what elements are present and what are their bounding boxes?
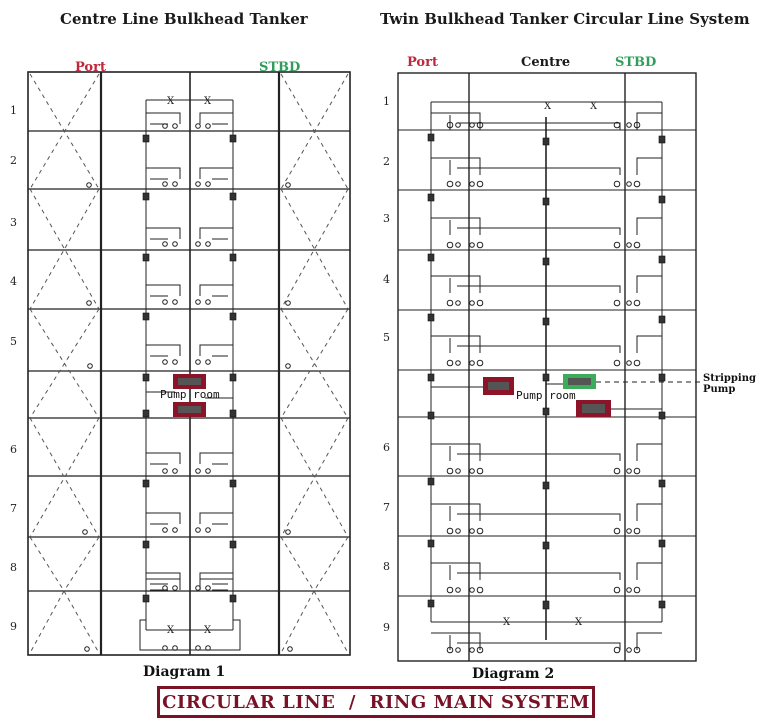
d2-row-5: 5 bbox=[383, 331, 390, 344]
diagram2-stbd-label: STBD bbox=[615, 55, 657, 70]
svg-text:X: X bbox=[590, 101, 598, 112]
d2-row-2: 2 bbox=[383, 155, 390, 168]
diagram2-pump-room-label: Pump room bbox=[516, 389, 576, 402]
diagram1-wing-tank-dashes bbox=[29, 73, 349, 654]
d1-row-3: 3 bbox=[10, 216, 17, 229]
svg-text:X: X bbox=[544, 101, 552, 112]
d2-row-9: 9 bbox=[383, 621, 390, 634]
diagram1-cargo-pumps bbox=[173, 374, 206, 417]
title-banner: CIRCULAR LINE / RING MAIN SYSTEM bbox=[157, 686, 595, 718]
d1-row-8: 8 bbox=[10, 561, 17, 574]
banner-text: CIRCULAR LINE / RING MAIN SYSTEM bbox=[162, 691, 590, 713]
d1-row-1: 1 bbox=[10, 104, 17, 117]
svg-text:X: X bbox=[204, 625, 212, 636]
diagram1-caption: Diagram 1 bbox=[143, 664, 226, 680]
d1-row-5: 5 bbox=[10, 335, 17, 348]
d2-row-8: 8 bbox=[383, 560, 390, 573]
d2-row-7: 7 bbox=[383, 501, 390, 514]
diagram2-title: Twin Bulkhead Tanker Circular Line Syste… bbox=[380, 10, 750, 28]
d1-row-4: 4 bbox=[10, 275, 17, 288]
diagram2-ring-main bbox=[430, 101, 700, 651]
d1-row-2: 2 bbox=[10, 154, 17, 167]
diagram1-hull bbox=[27, 71, 351, 656]
svg-text:X: X bbox=[167, 96, 175, 107]
stripping-pump-label: Stripping Pump bbox=[703, 373, 756, 395]
stripping-pump-label-line2: Pump bbox=[703, 384, 736, 395]
svg-text:X: X bbox=[204, 96, 212, 107]
svg-text:X: X bbox=[167, 625, 175, 636]
stripping-pump-label-line1: Stripping bbox=[703, 373, 756, 384]
d1-row-7: 7 bbox=[10, 502, 17, 515]
diagram2-caption: Diagram 2 bbox=[472, 666, 555, 682]
d1-row-9: 9 bbox=[10, 620, 17, 633]
diagram1-pump-room-label: Pump room bbox=[160, 388, 220, 401]
diagram2-stripping-pump bbox=[563, 374, 596, 389]
diagram1-title: Centre Line Bulkhead Tanker bbox=[60, 10, 308, 28]
diagram2-cargo-pumps bbox=[483, 377, 611, 417]
diagram2-hull bbox=[397, 72, 697, 662]
d2-row-3: 3 bbox=[383, 212, 390, 225]
d2-row-1: 1 bbox=[383, 95, 390, 108]
d2-row-4: 4 bbox=[383, 273, 390, 286]
diagram2-port-label: Port bbox=[407, 55, 438, 70]
d2-row-6: 6 bbox=[383, 441, 390, 454]
diagram2-centre-label: Centre bbox=[521, 55, 571, 70]
d1-row-6: 6 bbox=[10, 443, 17, 456]
